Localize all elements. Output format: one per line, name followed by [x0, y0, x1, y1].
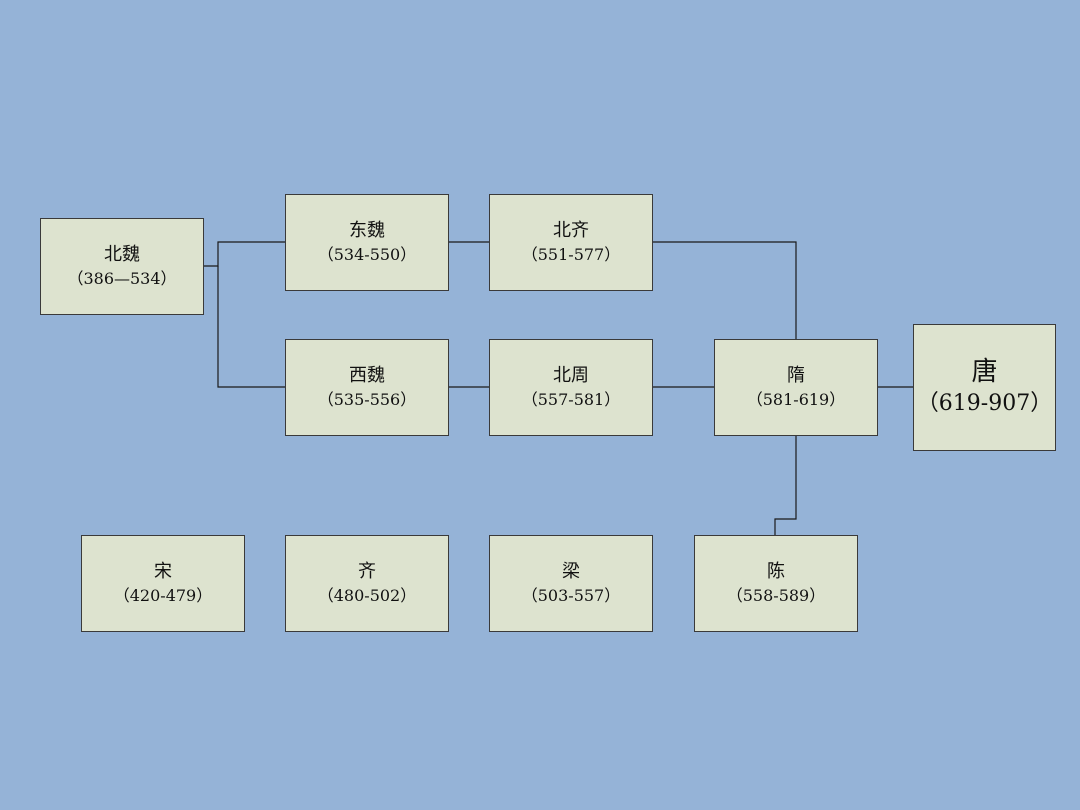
node-name: 东魏 — [349, 219, 385, 241]
node-years: （534-550） — [317, 244, 417, 264]
node-years: （420-479） — [113, 585, 213, 605]
node-tang: 唐 （619-907） — [913, 324, 1056, 451]
node-years: （557-581） — [521, 389, 621, 409]
node-name: 宋 — [154, 560, 172, 582]
node-years: （480-502） — [317, 585, 417, 605]
node-xiwei: 西魏 （535-556） — [285, 339, 449, 436]
node-years: （581-619） — [746, 389, 846, 409]
node-liang: 梁 （503-557） — [489, 535, 653, 632]
edge-beiwei-xiwei — [217, 266, 285, 388]
node-beiqi: 北齐 （551-577） — [489, 194, 653, 291]
edge-beiqi-sui — [653, 241, 797, 339]
edge-beiwei-dongwei — [204, 241, 285, 267]
node-sui: 隋 （581-619） — [714, 339, 878, 436]
node-dongwei: 东魏 （534-550） — [285, 194, 449, 291]
node-qi: 齐 （480-502） — [285, 535, 449, 632]
node-years: （619-907） — [916, 390, 1053, 416]
node-name: 唐 — [971, 356, 998, 387]
node-years: （503-557） — [521, 585, 621, 605]
node-name: 北周 — [553, 364, 589, 386]
node-name: 梁 — [562, 560, 580, 582]
node-beiwei: 北魏 （386—534） — [40, 218, 204, 315]
edge-chen-sui — [774, 436, 797, 535]
node-name: 北齐 — [553, 219, 589, 241]
node-years: （551-577） — [521, 244, 621, 264]
node-name: 齐 — [358, 560, 376, 582]
node-beizhou: 北周 （557-581） — [489, 339, 653, 436]
node-song: 宋 （420-479） — [81, 535, 245, 632]
node-name: 陈 — [767, 560, 785, 582]
node-years: （558-589） — [726, 585, 826, 605]
node-name: 隋 — [787, 364, 805, 386]
node-name: 西魏 — [349, 364, 385, 386]
node-years: （535-556） — [317, 389, 417, 409]
node-name: 北魏 — [104, 243, 140, 265]
node-years: （386—534） — [67, 268, 177, 288]
node-chen: 陈 （558-589） — [694, 535, 858, 632]
